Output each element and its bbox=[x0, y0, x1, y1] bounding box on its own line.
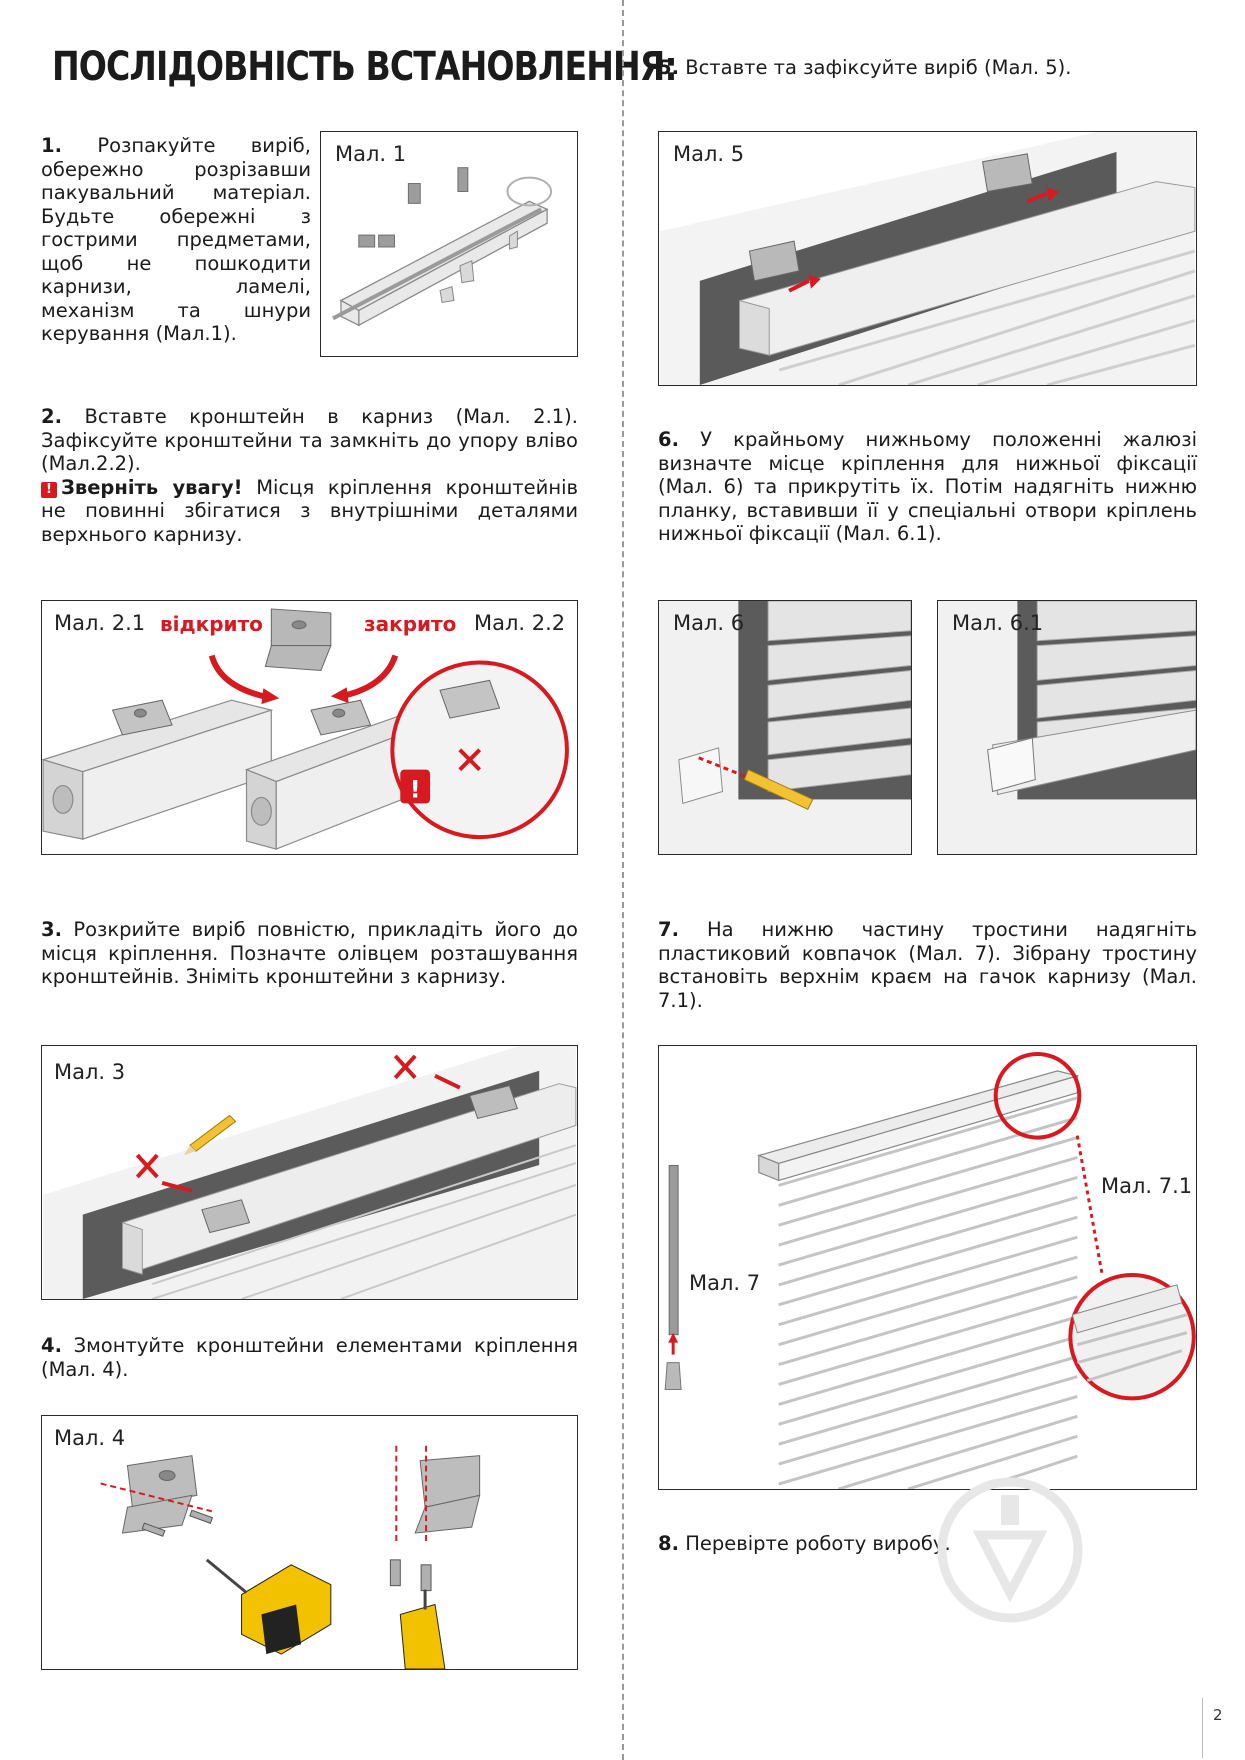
step-3-number: 3. bbox=[41, 918, 62, 941]
bracket-insert-illustration: ! bbox=[42, 608, 569, 850]
step-4: 4. Змонтуйте кронштейни елементами кріпл… bbox=[41, 1334, 578, 1381]
step-7-text: На нижню частину тростини надягніть плас… bbox=[658, 918, 1198, 1012]
step-8-number: 8. bbox=[658, 1532, 679, 1555]
figure-1-caption: Мал. 1 bbox=[335, 142, 407, 166]
page-number-rule bbox=[1202, 1698, 1203, 1758]
fix-blind-illustration bbox=[660, 132, 1196, 385]
step-1-number: 1. bbox=[41, 134, 62, 157]
step-7-number: 7. bbox=[658, 918, 679, 941]
bottom-fixing-mark-illustration bbox=[659, 601, 911, 854]
step-8: 8. Перевірте роботу виробу. bbox=[658, 1532, 1197, 1556]
figure-5-caption: Мал. 5 bbox=[673, 142, 745, 166]
step-1-text: Розпакуйте виріб, обережно розрізавши па… bbox=[41, 134, 311, 345]
warning-icon: ! bbox=[41, 481, 57, 498]
step-2-warning-label: Зверніть увагу! bbox=[61, 475, 243, 499]
step-1: 1. Розпакуйте виріб, обережно розрізавши… bbox=[41, 134, 311, 346]
column-divider bbox=[622, 0, 624, 1760]
step-2-warning-text: Місця кріплення кронштейнів не повинні з… bbox=[41, 475, 578, 546]
step-3-text: Розкрийте виріб повністю, прикладіть йог… bbox=[41, 918, 578, 988]
wand-install-illustration bbox=[664, 1051, 1196, 1489]
step-3: 3. Розкрийте виріб повністю, прикладіть … bbox=[41, 918, 578, 989]
figure-6-caption: Мал. 6 bbox=[673, 611, 745, 635]
figure-3: Мал. 3 bbox=[41, 1045, 578, 1300]
figure-4-caption: Мал. 4 bbox=[54, 1426, 126, 1450]
figure-2-1-caption: Мал. 2.1 bbox=[54, 611, 146, 635]
step-2-text: Вставте кронштейн в карниз (Мал. 2.1). З… bbox=[41, 405, 578, 475]
page-number: 2 bbox=[1213, 1706, 1223, 1724]
figure-2-2-caption: Мал. 2.2 bbox=[474, 611, 566, 635]
figure-2: Мал. 2.1 відкрито закрито Мал. 2.2 bbox=[41, 600, 578, 855]
figure-7: Мал. 7 Мал. 7.1 bbox=[658, 1045, 1197, 1490]
rail-kit-illustration bbox=[332, 167, 553, 327]
figure-7-caption: Мал. 7 bbox=[689, 1271, 761, 1295]
step-6: 6. У крайньому нижньому положенні жалюзі… bbox=[658, 428, 1197, 546]
figure-7-1-caption: Мал. 7.1 bbox=[1101, 1174, 1193, 1198]
page-title: ПОСЛІДОВНІСТЬ ВСТАНОВЛЕННЯ: bbox=[52, 44, 678, 90]
open-label: відкрито bbox=[160, 612, 263, 636]
step-2-number: 2. bbox=[41, 405, 62, 428]
step-5-number: 5. bbox=[658, 56, 679, 79]
bottom-rail-install-illustration bbox=[938, 601, 1196, 854]
step-5-text: Вставте та зафіксуйте виріб (Мал. 5). bbox=[685, 56, 1072, 79]
step-6-number: 6. bbox=[658, 428, 679, 451]
figure-6-1-caption: Мал. 6.1 bbox=[952, 611, 1044, 635]
step-7: 7. На нижню частину тростини надягніть п… bbox=[658, 918, 1197, 1012]
drill-mounting-illustration bbox=[100, 1445, 481, 1669]
step-4-text: Змонтуйте кронштейни елементами кріпленн… bbox=[41, 1334, 578, 1381]
step-4-number: 4. bbox=[41, 1334, 62, 1357]
svg-text:!: ! bbox=[410, 775, 421, 803]
figure-3-caption: Мал. 3 bbox=[54, 1060, 126, 1084]
step-6-text: У крайньому нижньому положенні жалюзі ви… bbox=[658, 428, 1197, 545]
figure-6: Мал. 6 bbox=[658, 600, 912, 855]
figure-4: Мал. 4 bbox=[41, 1415, 578, 1670]
marking-illustration bbox=[43, 1046, 577, 1299]
figure-6-1: Мал. 6.1 bbox=[937, 600, 1197, 855]
figure-1: Мал. 1 bbox=[320, 131, 578, 357]
figure-5: Мал. 5 bbox=[658, 131, 1197, 386]
closed-label: закрито bbox=[364, 612, 457, 636]
step-5: 5. Вставте та зафіксуйте виріб (Мал. 5). bbox=[658, 56, 1198, 80]
step-8-text: Перевірте роботу виробу. bbox=[685, 1532, 951, 1555]
watermark-logo-icon bbox=[937, 1477, 1083, 1623]
step-2: 2. Вставте кронштейн в карниз (Мал. 2.1)… bbox=[41, 405, 578, 546]
